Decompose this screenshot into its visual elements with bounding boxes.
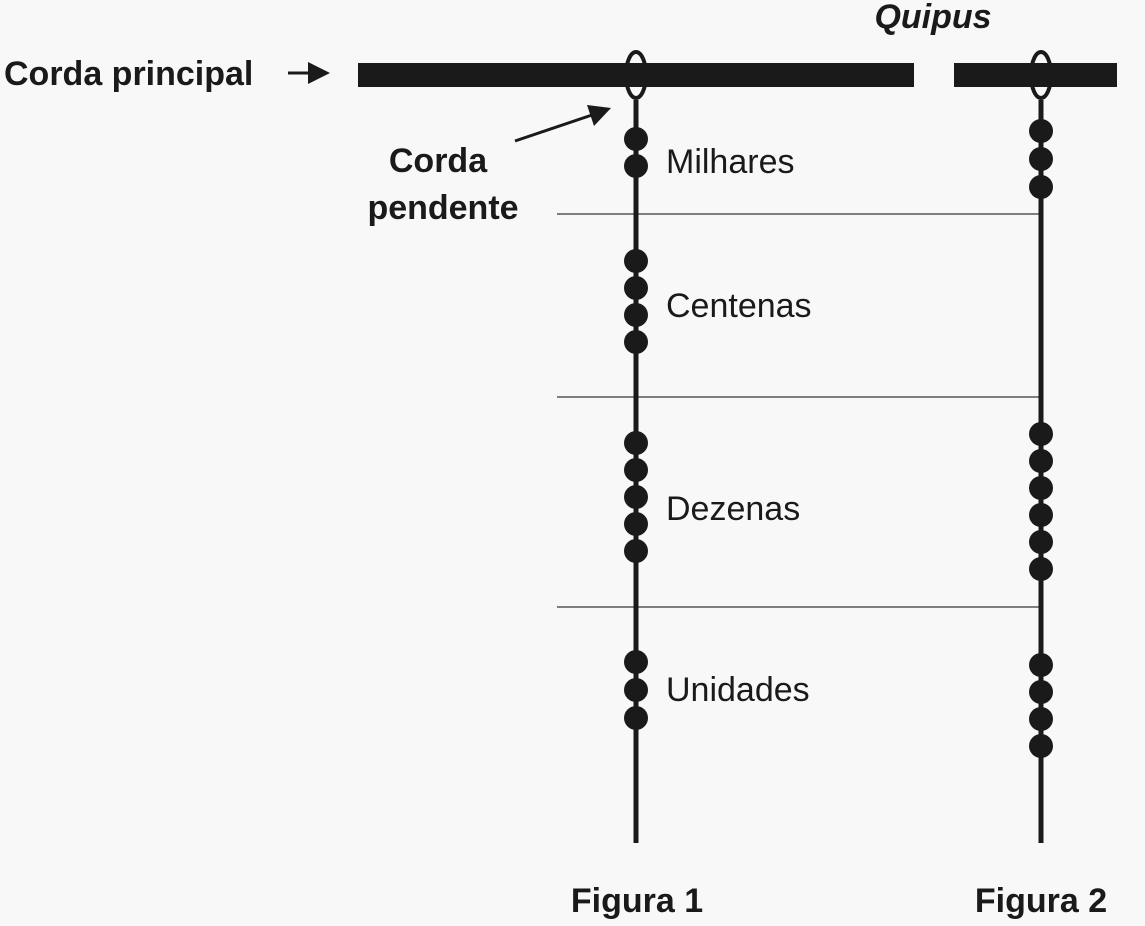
- knot: [1029, 530, 1053, 554]
- knot: [1029, 476, 1053, 500]
- knot: [624, 249, 648, 273]
- knot: [624, 154, 648, 178]
- main-cord-arrow-icon: [288, 62, 330, 84]
- knot: [1029, 707, 1053, 731]
- knot: [624, 650, 648, 674]
- knots-figure-1: [624, 127, 648, 730]
- knot: [1029, 680, 1053, 704]
- knot: [624, 706, 648, 730]
- knot: [1029, 503, 1053, 527]
- pendant-cord-arrow-icon: [514, 105, 611, 143]
- knot: [624, 330, 648, 354]
- knots-figure-2: [1029, 119, 1053, 758]
- knot: [624, 431, 648, 455]
- knot: [1029, 557, 1053, 581]
- label-thousands: Milhares: [666, 143, 794, 181]
- attachment-loop-figure-1: [624, 50, 648, 100]
- knot: [624, 276, 648, 300]
- main-cord-figure-2: [954, 63, 1117, 87]
- knot: [1029, 422, 1053, 446]
- knot: [1029, 119, 1053, 143]
- label-units: Unidades: [666, 671, 810, 709]
- knot: [624, 512, 648, 536]
- knot: [1029, 653, 1053, 677]
- knot: [1029, 175, 1053, 199]
- main-cord-label: Corda principal: [4, 55, 253, 93]
- diagram-title: Quipus: [874, 0, 991, 36]
- knot: [624, 539, 648, 563]
- knot: [624, 127, 648, 151]
- pendant-cord-label-line2: pendente: [367, 189, 518, 227]
- knot: [1029, 147, 1053, 171]
- label-hundreds: Centenas: [666, 287, 812, 325]
- knot: [1029, 449, 1053, 473]
- knot: [624, 458, 648, 482]
- knot: [624, 303, 648, 327]
- label-tens: Dezenas: [666, 490, 800, 528]
- main-cord-figure-1: [358, 63, 914, 87]
- caption-figure-2: Figura 2: [975, 882, 1107, 920]
- knot: [624, 485, 648, 509]
- knot: [624, 678, 648, 702]
- caption-figure-1: Figura 1: [571, 882, 703, 920]
- knot: [1029, 734, 1053, 758]
- pendant-cord-label-line1: Corda: [389, 142, 488, 180]
- attachment-loop-figure-2: [1029, 50, 1053, 100]
